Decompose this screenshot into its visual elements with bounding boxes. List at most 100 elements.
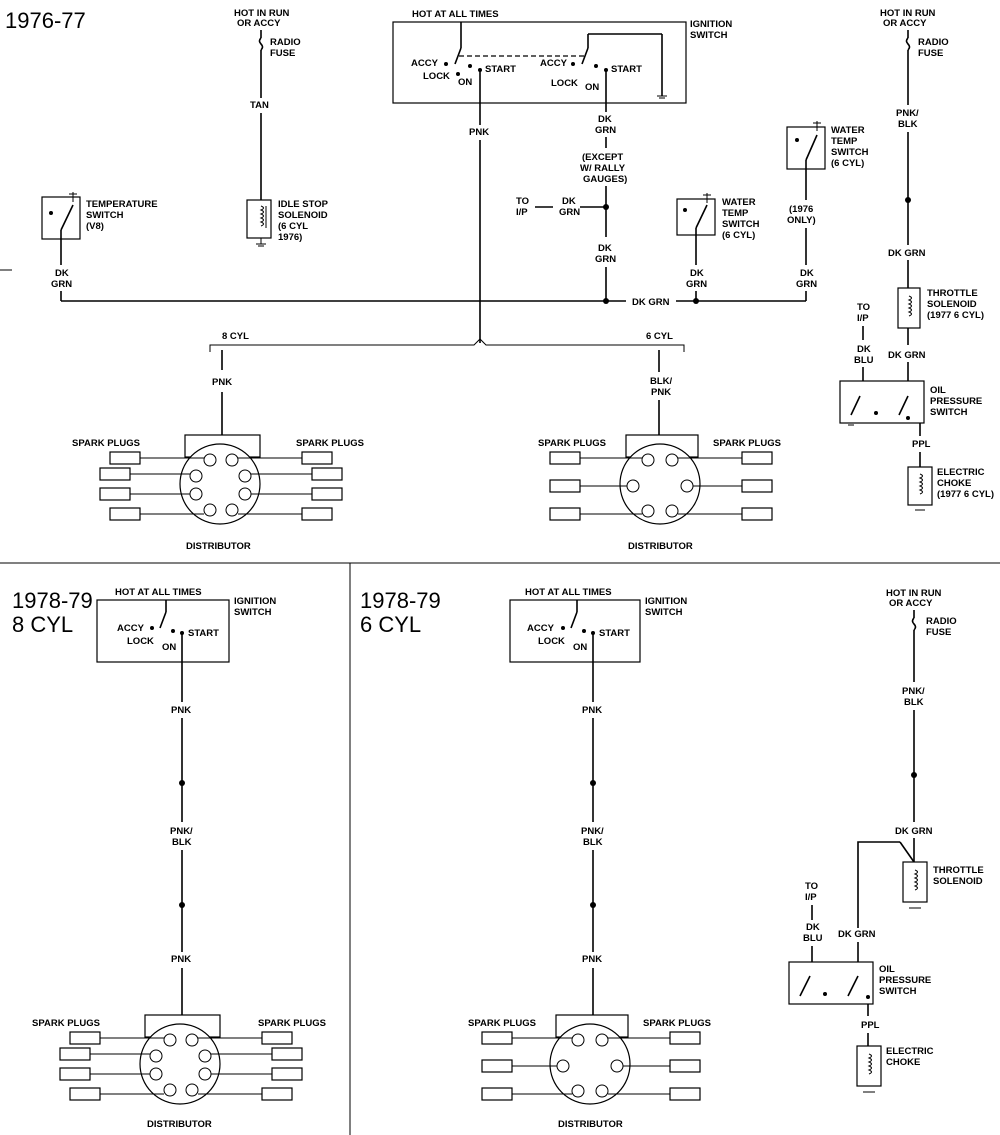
temp-switch-blade: [60, 204, 74, 231]
ignition-switch-label-2: SWITCH: [690, 30, 728, 41]
eight-cyl-label: 8 CYL: [222, 331, 249, 342]
accy-contact-2: [571, 62, 575, 66]
ignition-switch-6: IGNITION: [645, 596, 687, 607]
throttle-solenoid-label-3: (1977 6 CYL): [927, 310, 984, 321]
title-1978-79-6cyl-2: 6 CYL: [360, 612, 421, 637]
blk-pnk-label: BLK/: [650, 376, 673, 387]
radio-fuse-78b: FUSE: [926, 627, 951, 638]
idle-stop-label: IDLE STOP: [278, 199, 329, 210]
radio-hot-78: HOT IN RUN: [886, 588, 942, 599]
ignition-switch-box: [392, 21, 687, 104]
dkgrn-label-1: DK: [598, 114, 612, 125]
six-cyl-label: 6 CYL: [646, 331, 673, 342]
oil-blade-1: [850, 395, 861, 416]
splice-8-2: [179, 902, 185, 908]
temp-dk: DK: [55, 268, 69, 279]
lock-label-2: LOCK: [551, 78, 578, 89]
pnkblk-6-label: PNK/: [581, 826, 604, 837]
splice-8-1: [179, 780, 185, 786]
ignition-switch-label: IGNITION: [690, 19, 732, 30]
water2-grn: GRN: [796, 279, 817, 290]
splice-6-1: [590, 780, 596, 786]
start-6-label: START: [599, 628, 630, 639]
title-1976-77: 1976-77: [5, 8, 86, 33]
dkblu-78b: BLU: [803, 933, 823, 944]
lock-label-1: LOCK: [423, 71, 450, 82]
idle-stop-label-4: 1976): [278, 232, 302, 243]
spark-plugs-8-left: SPARK PLUGS: [32, 1018, 100, 1029]
hot-all-times-label: HOT AT ALL TIMES: [412, 9, 499, 20]
dkgrn-right-2: DK GRN: [888, 350, 926, 361]
dkgrn-label-1b: GRN: [595, 125, 616, 136]
radio-hot-right-2: OR ACCY: [883, 18, 927, 29]
pnkblk-8-label: PNK/: [170, 826, 193, 837]
on-8: [171, 629, 175, 633]
start-label-2: START: [611, 64, 642, 75]
on-contact-2: [594, 64, 598, 68]
temperature-switch-label-2: SWITCH: [86, 210, 124, 221]
radio-fuse-label-2: FUSE: [270, 48, 295, 59]
to-ip-dk: DK: [562, 196, 576, 207]
bus-splice-1: [603, 298, 609, 304]
oil-blade-2: [898, 395, 909, 416]
dkgrn-right-1: DK GRN: [888, 248, 926, 259]
idle-stop-label-2: SOLENOID: [278, 210, 328, 221]
water-temp-label-1: WATER: [722, 197, 756, 208]
radio-hot-78b: OR ACCY: [889, 598, 933, 609]
spark-plugs-6cyl-right: SPARK PLUGS: [713, 438, 781, 449]
accy-8: [150, 626, 154, 630]
only-1976-label: (1976: [789, 204, 813, 215]
radio-fuse-right: RADIO: [918, 37, 949, 48]
dkgrn-78-2: DK GRN: [838, 929, 876, 940]
radio-hot-label: HOT IN RUN: [234, 8, 290, 19]
accy-label-1: ACCY: [411, 58, 439, 69]
idle-stop-solenoid: [246, 199, 272, 239]
choke-coil-1976: [918, 473, 923, 495]
ip-label: I/P: [516, 207, 528, 218]
ppl-right: PPL: [912, 439, 931, 450]
oil-78b: PRESSURE: [879, 975, 931, 986]
to-label: TO: [516, 196, 529, 207]
choke-coil-78: [867, 1053, 872, 1075]
switch-blade-1: [454, 47, 462, 65]
water-switch-blade-2: [805, 134, 818, 161]
spark-plugs-6cyl-left: SPARK PLUGS: [538, 438, 606, 449]
radio-hot-right: HOT IN RUN: [880, 8, 936, 19]
water-temp-label-2c: SWITCH: [831, 147, 869, 158]
radio-78-fuse: [911, 617, 917, 631]
throttle-solenoid-label: THROTTLE: [927, 288, 978, 299]
start-label-1: START: [485, 64, 516, 75]
accy-label-2: ACCY: [540, 58, 568, 69]
oil-contact-2: [906, 416, 910, 420]
on-label-2: ON: [585, 82, 599, 93]
electric-choke-label-2: CHOKE: [937, 478, 971, 489]
ignition-switch-box-8: [96, 599, 230, 663]
distributor-8cyl-1976: [130, 434, 312, 525]
pnk-8-label-2: PNK: [171, 954, 191, 965]
oil-pressure-label-3: SWITCH: [930, 407, 968, 418]
temperature-switch-label: TEMPERATURE: [86, 199, 158, 210]
dkgrn-78-branch: [857, 841, 900, 928]
accy-contact-1: [444, 62, 448, 66]
distributor-8cyl-1978: [59, 1014, 303, 1105]
switch-6-blade: [570, 611, 578, 629]
pnkblk-78: PNK/: [902, 686, 925, 697]
temp-grn: GRN: [51, 279, 72, 290]
pnk-8-label: PNK: [171, 705, 191, 716]
blk-pnk-label-2: PNK: [651, 387, 671, 398]
branch-brace: [209, 338, 685, 352]
water2-dk: DK: [800, 268, 814, 279]
splice-6-2: [590, 902, 596, 908]
radio-right-fuse: [905, 37, 911, 51]
water-temp-label-1d: (6 CYL): [722, 230, 755, 241]
idle-stop-label-3: (6 CYL: [278, 221, 308, 232]
spark-plugs-6-left: SPARK PLUGS: [468, 1018, 536, 1029]
water-dk: DK: [690, 268, 704, 279]
ip-right: I/P: [857, 313, 869, 324]
dkblu-right-2: BLU: [854, 355, 874, 366]
on-6-label: ON: [573, 642, 587, 653]
throttle-coil-78: [913, 869, 918, 891]
on-6: [582, 629, 586, 633]
